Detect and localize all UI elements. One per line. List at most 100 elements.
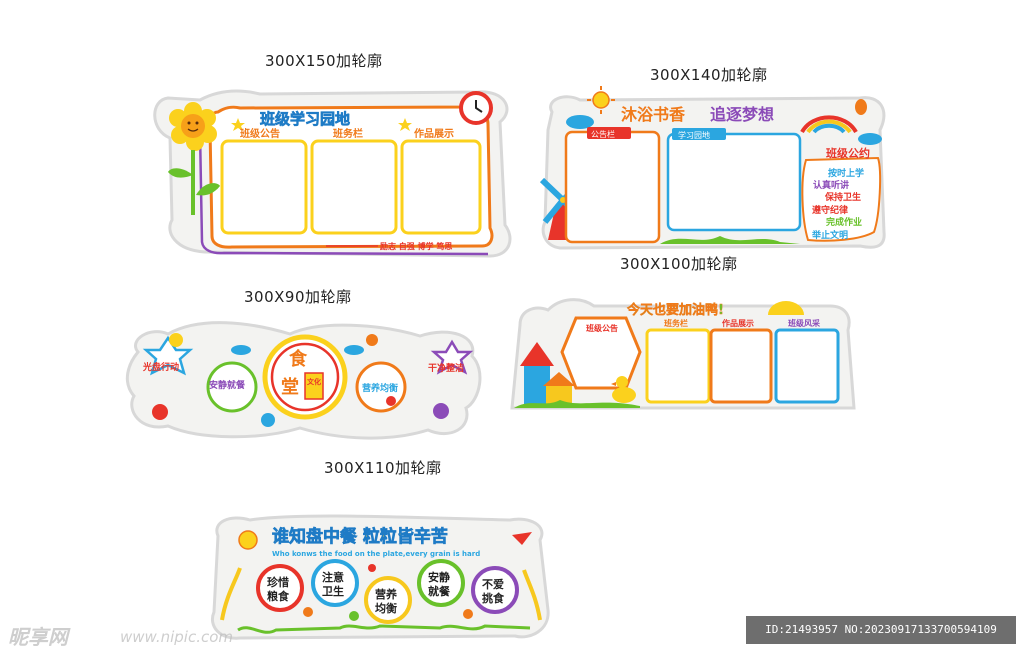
dot-decoration [169,333,183,347]
board4-section-label: 班务栏 [664,318,688,328]
rule-item: 认真听讲 [813,179,849,191]
cloud-icon [231,345,251,355]
circle-text: 注意 [322,570,344,584]
board4-title: 今天也要加油鸭! [626,302,724,318]
rule-item: 举止文明 [811,229,848,241]
board5-bottom-border [237,624,531,634]
circle-text: 粮食 [267,589,290,603]
circle-text: 安静 [428,570,450,584]
board4-frame [645,328,711,404]
value-circle [364,576,412,624]
rule-item: 按时上学 [828,167,864,179]
board1-section-label: 作品展示 [414,127,454,140]
cloud-icon [344,345,364,355]
rule-item: 完成作业 [826,216,862,228]
watermark-logo: 昵享网 [8,625,68,649]
board-class-study-garden: 班级学习园地 班级公告 班务栏 作品展示 励志 自强 博学 笃思 [153,89,512,258]
board1-title: 班级学习园地 [260,110,350,128]
sunflower-icon [168,102,220,215]
board4-section-label: 班级风采 [788,318,821,328]
board-every-grain: 谁知盘中餐 粒粒皆辛苦 Who konws the food on the pl… [211,514,550,640]
value-circle [311,559,359,607]
board1-section-label: 班务栏 [333,127,363,140]
size-label-300x140: 300X140加轮廓 [650,66,768,84]
board1-frame-notice [220,139,308,235]
board2-title-right: 追逐梦想 [710,105,774,124]
wheat-icon [522,569,542,621]
canteen-item-label: 营养均衡 [362,382,398,394]
canteen-char-bottom: 堂 [281,376,299,398]
board2-study-header [672,128,726,140]
tomato-icon [368,564,376,572]
apple-icon [152,404,168,420]
tomato-icon [386,396,396,406]
board2-title-left: 沐浴书香 [621,105,686,124]
circle-text: 营养 [375,587,398,601]
circle-text: 均衡 [375,601,397,615]
canteen-item-label: 安静就餐 [209,379,246,391]
grass-decoration [514,400,640,408]
star-icon [398,118,412,131]
value-circle [471,566,519,614]
board2-notice-label: 公告栏 [591,129,615,139]
hot-air-balloon-icon [855,99,867,115]
house-icon [520,342,575,404]
duck-icon [611,376,636,403]
canteen-item-label: 干净整洁 [428,362,464,374]
dot-decoration [366,334,378,346]
board4-section-label: 作品展示 [722,318,754,328]
board4-section-label: 班级公告 [586,323,618,333]
value-circle [256,564,304,612]
carrot-icon [463,609,473,619]
sun-icon [768,301,804,315]
circle-text: 卫生 [322,584,344,598]
board2-study-frame [666,132,802,232]
board1-motto: 励志 自强 博学 笃思 [380,241,452,251]
board2-notice-frame [564,130,661,244]
board5-title: 谁知盘中餐 粒粒皆辛苦 [272,526,448,547]
board2-rules-title: 班级公约 [826,146,870,160]
size-label-300x90: 300X90加轮廓 [244,288,352,306]
board2-study-label: 学习园地 [678,130,710,140]
value-circle [417,559,465,607]
board1-section-label: 班级公告 [240,127,280,140]
rule-item: 遵守纪律 [812,204,848,216]
star-icon [231,118,245,131]
circle-text: 珍惜 [267,575,289,589]
shooting-star-icon [512,532,532,545]
alarm-clock-icon [459,91,493,125]
circle-text: 就餐 [428,584,451,598]
canteen-culture-text: 文化 [307,377,321,386]
image-id-strip: ID:21493957 NO:20230917133700594109 [746,616,1016,644]
item-circle [206,361,258,413]
board5-subtitle: Who konws the food on the plate,every gr… [272,550,480,558]
size-label-300x100: 300X100加轮廓 [620,255,738,273]
sun-icon [238,530,258,550]
rule-item: 保持卫生 [824,191,861,203]
grass-decoration [660,236,800,244]
dot-decoration [433,403,449,419]
board4-frame [709,328,773,404]
board2-rules-scroll [801,156,882,242]
board2-notice-header [587,127,631,139]
board-keep-going-duck: 今天也要加油鸭! 班级公告 班务栏 作品展示 班级风采 [510,298,856,410]
size-label-300x110: 300X110加轮廓 [324,459,442,477]
star-badge [430,339,474,375]
board4-frame [774,328,840,404]
board1-frame-works [400,139,482,235]
leaf-icon [349,611,359,621]
rainbow-icon [800,115,858,134]
cloud-icon [858,133,882,145]
sun-icon [587,86,615,114]
carrot-icon [303,607,313,617]
canteen-culture-badge [304,372,324,400]
watermark-url: www.nipic.com [120,628,234,646]
circle-text: 挑食 [482,591,505,605]
board-canteen-culture: 食 堂 文化 光盘行动 安静就餐 营养均衡 干净整洁 [125,321,482,440]
board-reading-dream: 沐浴书香 追逐梦想 公告栏 学习园地 班级公约 按时上学 [539,86,886,250]
canteen-char-top: 食 [288,348,308,370]
canteen-item-label: 光盘行动 [142,361,179,373]
circle-text: 不爱 [482,578,504,591]
bowl-icon [261,413,275,427]
